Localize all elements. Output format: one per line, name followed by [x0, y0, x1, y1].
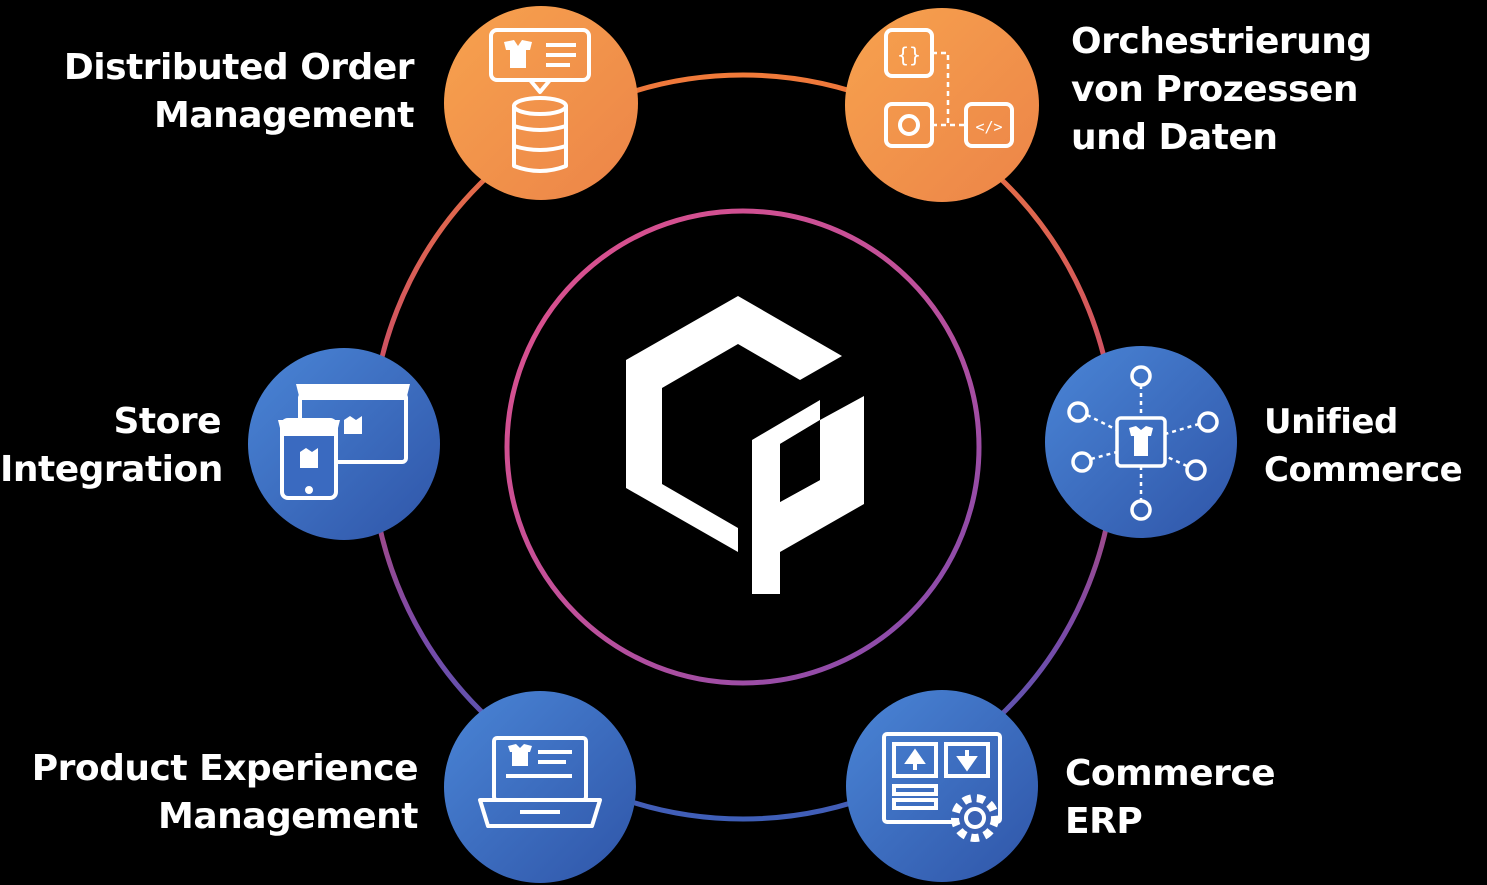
label-line: Unified — [1264, 402, 1398, 442]
label-line: Store — [113, 401, 221, 442]
node-commerce-erp[interactable] — [846, 690, 1038, 882]
label-line: Management — [158, 796, 419, 837]
network-hub-icon — [1067, 365, 1219, 521]
erp-gear-icon — [882, 732, 1002, 842]
storefront-devices-icon — [278, 384, 410, 500]
outer-ring — [368, 72, 1118, 822]
label-store-integration: Store Integration — [0, 398, 223, 494]
cube-logo-icon — [626, 296, 864, 594]
label-line: von Prozessen — [1071, 69, 1359, 110]
node-circle-orchestration — [845, 8, 1039, 202]
node-distributed-order[interactable] — [444, 6, 638, 200]
node-circle-commerce-erp — [846, 690, 1038, 882]
label-line: Orchestrierung — [1071, 21, 1372, 62]
laptop-product-icon — [478, 736, 602, 828]
node-store-integration[interactable] — [248, 348, 440, 540]
label-line: Product Experience — [31, 748, 419, 789]
label-line: und Daten — [1071, 117, 1278, 158]
svg-text:</>: </> — [975, 118, 1002, 136]
label-pxm: Product Experience Management — [10, 745, 419, 841]
label-line: Management — [154, 95, 415, 136]
label-line: Commerce — [1264, 450, 1463, 490]
inner-ring — [504, 208, 982, 686]
process-flow-icon: {} </> — [884, 28, 1014, 148]
node-orchestration[interactable]: {} </> — [845, 8, 1039, 202]
node-circle-store-integration — [248, 348, 440, 540]
label-line: Integration — [0, 449, 223, 490]
label-orchestration: Orchestrierung von Prozessen und Daten — [1071, 18, 1372, 162]
label-commerce-erp: Commerce ERP — [1065, 750, 1276, 846]
label-unified-commerce: Unified Commerce — [1264, 398, 1463, 494]
label-distributed-order: Distributed Order Management — [40, 44, 415, 140]
node-circle-pxm — [444, 691, 636, 883]
label-line: Commerce — [1065, 753, 1276, 794]
svg-text:{}: {} — [897, 43, 921, 67]
node-unified-commerce[interactable] — [1045, 346, 1237, 538]
label-line: Distributed Order — [63, 47, 415, 88]
label-line: ERP — [1065, 801, 1143, 842]
order-database-icon — [489, 28, 591, 173]
node-pxm[interactable] — [444, 691, 636, 883]
